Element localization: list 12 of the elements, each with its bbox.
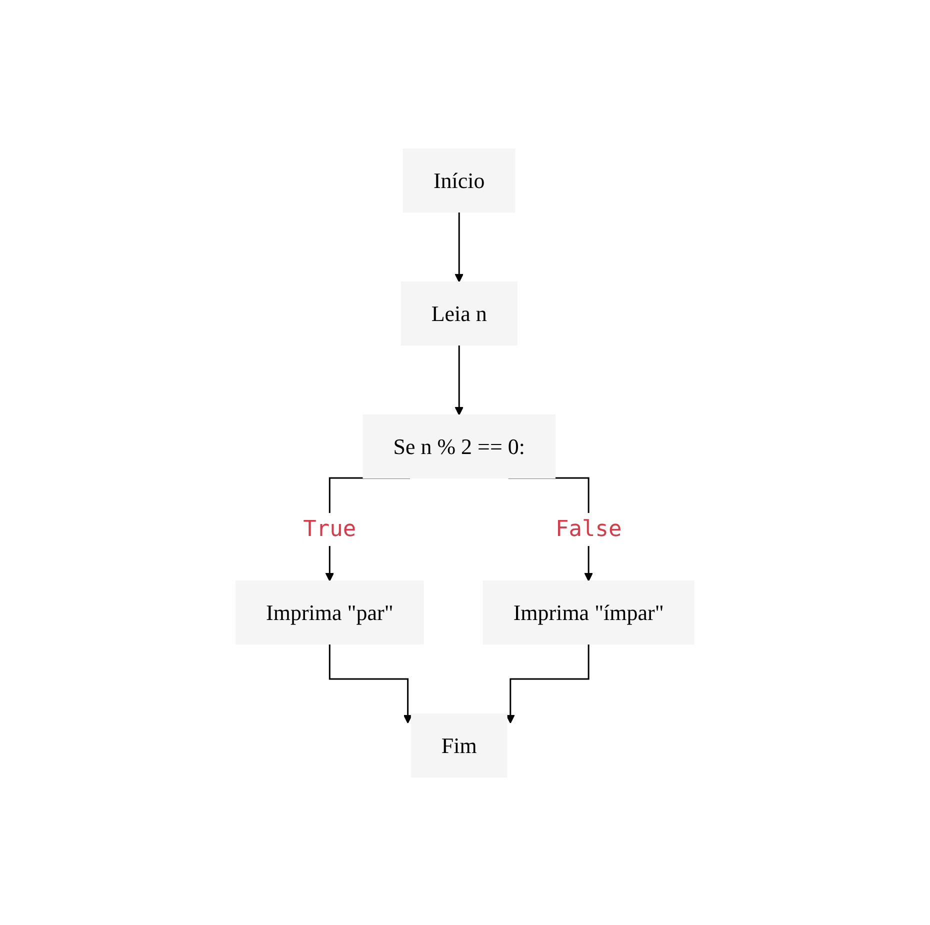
node-box: Início [403,148,516,212]
node-box: Se n % 2 == 0: [362,414,556,478]
node-box: Fim [410,713,508,777]
node-box: Leia n [400,281,518,345]
node-box: Imprima "par" [236,580,424,644]
arrow [454,210,464,282]
arrow [454,344,464,415]
edge-label: True [303,516,356,542]
arrow [328,642,412,724]
arrow [506,642,590,724]
node-box: Imprima "ímpar" [482,580,694,644]
edge-label: False [556,516,622,542]
